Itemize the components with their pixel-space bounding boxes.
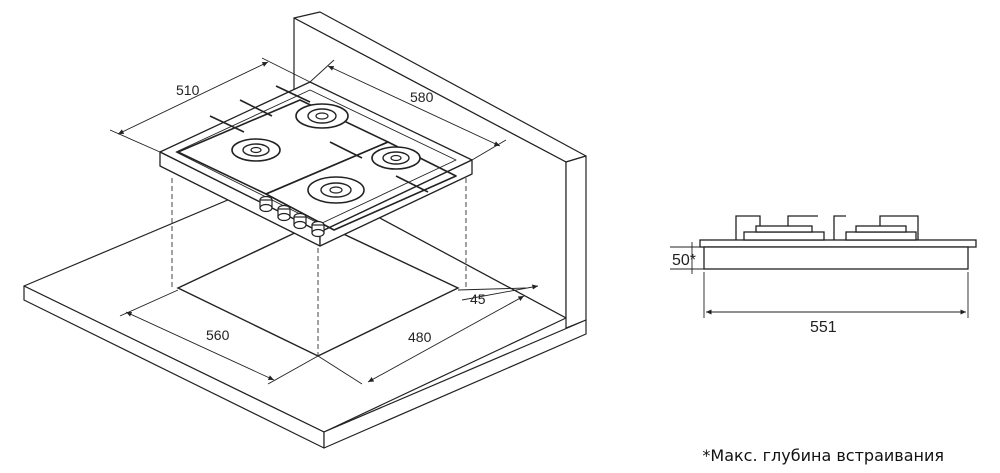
side-view (699, 215, 977, 270)
control-knobs (259, 195, 325, 238)
cutout-hidden-lines (171, 178, 467, 356)
dim-line-560 (125, 311, 275, 381)
grate-right (265, 141, 457, 231)
label-580: 580 (410, 89, 434, 105)
knob-2 (277, 204, 291, 222)
label-551: 551 (810, 319, 837, 336)
knob-1 (259, 195, 273, 213)
side-burner-right (845, 231, 917, 241)
label-510: 510 (176, 82, 200, 98)
burner-front-right (307, 176, 365, 204)
label-45: 45 (470, 291, 486, 307)
side-grate-right (879, 215, 919, 240)
side-grate-left (735, 215, 761, 240)
knob-4 (311, 220, 325, 238)
dim-line-480 (367, 295, 525, 383)
side-burner-left (743, 231, 825, 241)
side-glass-plate (699, 239, 977, 248)
iso-dimension-labels: 510 580 560 480 45 (176, 82, 486, 345)
burner-rear-left (295, 103, 349, 129)
back-wall-side (565, 155, 587, 329)
side-body (703, 246, 969, 270)
label-560: 560 (206, 327, 230, 343)
iso-dimension-lines (109, 57, 539, 385)
burner-front-left (231, 138, 281, 162)
label-50: 50* (672, 252, 696, 269)
knob-3 (293, 212, 307, 230)
burner-rear-right (371, 146, 421, 170)
dim-line-45 (461, 284, 539, 301)
label-480: 480 (408, 329, 432, 345)
dim-line-510 (117, 61, 269, 135)
footnote-max-depth: *Макс. глубина встраивания (702, 446, 944, 465)
side-dimension-labels: 50* 551 (672, 252, 837, 336)
side-dimension-lines (670, 242, 969, 318)
dim-line-580 (327, 65, 501, 147)
